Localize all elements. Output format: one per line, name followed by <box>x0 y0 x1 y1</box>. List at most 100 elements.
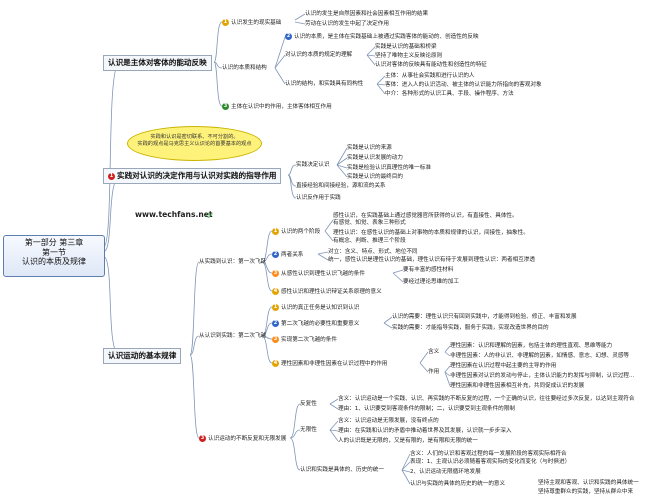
branch3-label: 认识运动的基本规律 <box>108 351 177 360</box>
priority-1-icon: 1 <box>222 19 229 26</box>
branch2-label: 实践对认识的决定作用与认识对实践的指导作用 <box>117 171 277 180</box>
priority-2-icon: 2 <box>272 251 279 258</box>
stage-item-3: 理性认识：在感性认识的基础上对事物的本质和规律的认识，间接性，抽象性。 <box>333 230 529 236</box>
branch3-node[interactable]: 认识运动的基本规律 <box>103 348 182 364</box>
meaning-label: 含义 <box>428 349 440 355</box>
central-line-3: 认识的本质及规律 <box>22 257 86 266</box>
priority-2-icon: 2 <box>272 320 279 327</box>
priority-1-icon: 1 <box>272 228 279 235</box>
understand-item-1: 实践是认识的基础和桥梁 <box>375 44 437 50</box>
structure-item-1: 主体：从事社会实践和进行认识的人 <box>385 73 475 79</box>
understand-item-2: 坚持了唯物主义反映论原则 <box>375 53 443 59</box>
effect-label: 作用 <box>428 369 440 375</box>
condition-item-1: 要有丰富的感性材料 <box>403 267 454 273</box>
origin-label: 认识发生的现实基础 <box>231 20 282 26</box>
infinite-label: 无限性 <box>300 427 317 433</box>
decisive-item-3: 实践是检验认识真理性的唯一标准 <box>347 165 431 171</box>
conditions2-label: 实现第二次飞越的条件 <box>281 337 337 343</box>
essence-text: 认识的本质，是主体在实践基础上被通过实践客体的能动的、创造性的反映 <box>294 34 479 40</box>
unity-item-2: 表现：1、主观认识必须随着客观实际的变化而变化（与时俱进） <box>410 459 571 465</box>
repeat-sub-label: 反复性 <box>300 401 317 407</box>
repeat-item-1: 含义：认识运动是一个实践、认识、再实践的不断反复的过程，一个正确的认识，往往要经… <box>338 396 635 402</box>
connector-central-branch3 <box>102 255 121 356</box>
effect-item-1: 理性因素在认识过程中起主要的主导的作用 <box>450 363 557 369</box>
unity-meaning-2: 坚持尊重群众的实践，坚持从群众中来 <box>538 489 634 495</box>
leap1-node[interactable]: 从实践到认识：第一次飞跃 <box>199 259 267 265</box>
unity-meaning-1: 坚持主观和客观、认识和实践的具体统一 <box>538 480 639 486</box>
priority-4-icon: 4 <box>272 360 279 367</box>
origin-item-1: 认识的发生是自然因素和社会因素相互作用的结果 <box>305 11 429 17</box>
nature-node[interactable]: 认识的本质和结构 <box>222 65 267 71</box>
unity-label: 认识和实践是具体的、历史的统一 <box>300 467 384 473</box>
priority-3-icon: 3 <box>272 270 279 277</box>
structure-label: 认识的结构，和实践具有同构性 <box>285 81 364 87</box>
connector-central-branch2 <box>102 174 123 253</box>
repeat-item-2: 理由：1、认识要受到客观条件的限制；二，认识要受到主观条件的限制 <box>338 406 515 412</box>
structure-item-2: 客体：进入人的认识活动、被主体的认识能力所指向的客观对象 <box>385 82 542 88</box>
priority-4-icon: 4 <box>272 288 279 295</box>
infinite-item-3: 人的认识既是无限的，又是有限的，是有限和无限的统一 <box>338 438 478 444</box>
connector-central-branch1 <box>102 61 121 249</box>
relation-item-2: 统一，感性认识是理性认识的基础，理性认识有待于发展到理性认识：两者相互渗透 <box>328 257 535 263</box>
importance-item-2: 实践的需要：才能指导实践，服务于实践，实现改造世界的目的 <box>392 325 549 331</box>
branch1-label: 认识是主体对客体的能动反映 <box>108 58 207 67</box>
priority-1-red-icon: 1 <box>108 172 115 180</box>
unity-item-3: 2、认识运动无限循环地发展 <box>410 469 481 475</box>
central-line-1: 第一部分 第三章 <box>24 238 84 247</box>
meaning-item-1: 理性因素：认识和理解的因素，包括主体的理性直观、思维等能力 <box>450 343 613 349</box>
effect-item-2: 非理性因素对认识的发动与停止，主体认识能力的发挥与抑制，认识过程... <box>450 373 635 379</box>
direct-indirect-node[interactable]: 直接经验和间接经验，源和流的关系 <box>296 183 386 189</box>
priority-2-icon: 2 <box>285 33 292 40</box>
callout-bubble: 实践和认识是密切联系、不可分割的。 实践的观点是马克思主义认识论的首要基本的观点 <box>127 126 262 161</box>
decisive-node[interactable]: 实践决定认识 <box>296 162 330 168</box>
structure-item-3: 中介：各种形式的认识工具、手段、操作程序、方法 <box>385 91 514 97</box>
goal-label: 认识的真正任务是认知识到认识 <box>281 305 360 311</box>
site-watermark: www.techfans.net <box>135 210 213 219</box>
refresh-icon[interactable]: ⟳ <box>206 211 213 220</box>
stage-item-1: 感性认识，在实践基础上通过感觉器官所获得的认识，有直接性、具体性。 <box>333 213 518 219</box>
decisive-item-2: 实践是认识发展的动力 <box>347 155 403 161</box>
stage-item-4: 有概念、判断、推理三个阶段 <box>333 238 406 244</box>
repeat-label: 认识运动的不断反复和无限发展 <box>208 436 287 442</box>
importance-item-1: 认识的需要：理性认识只有回到实践中，才能得到检验、修正、丰富和发展 <box>392 314 577 320</box>
priority-3-red-icon: 3 <box>199 435 206 442</box>
leap2-node[interactable]: 从认识到实践：第二次飞越 <box>199 333 267 339</box>
stage-item-2: 有感觉、知觉、表象三种形式 <box>333 220 406 226</box>
conditions1-label: 从感性认识到理性认识飞越的条件 <box>281 271 365 277</box>
bubble-line-2: 实践的观点是马克思主义认识论的首要基本的观点 <box>137 141 252 147</box>
relation-item-1: 对立：含义、特点、形式、地位不同 <box>328 249 418 255</box>
factors-label: 理性因素和非理性因素在认识过程中的作用 <box>281 361 388 367</box>
meaning-item-2: 非理性因素：人的非认识、非理解的因素，如情感、意志、幻想、灵感等 <box>450 353 630 359</box>
central-topic[interactable]: 第一部分 第三章 第一节 认识的本质及规律 <box>3 235 105 277</box>
priority-1-icon: 1 <box>272 304 279 311</box>
central-line-2: 第一节 <box>42 247 66 257</box>
two-stages-label: 认识的两个阶段 <box>281 229 321 235</box>
infinite-item-2: 理由：在实践和认识的矛盾中推动着世界及其发展，认识就一步步深入 <box>338 428 512 434</box>
relation-label: 两者关系 <box>281 252 304 258</box>
priority-3-icon: 3 <box>222 103 229 110</box>
bubble-line-1: 实践和认识是密切联系、不可分割的。 <box>150 134 239 140</box>
react-node[interactable]: 认识反作用于实践 <box>296 195 341 201</box>
dialectic-label: 感性认识和理性认识辩证关系原理的意义 <box>281 289 382 295</box>
branch1-node[interactable]: 认识是主体对客体的能动反映 <box>103 55 212 71</box>
origin-item-2: 劳动在认识的发生中起了决定作用 <box>305 21 389 27</box>
role-label: 主体在认识中的作用，主体客体相互作用 <box>231 104 332 110</box>
condition-item-2: 要经过理论思维的加工 <box>403 279 459 285</box>
decisive-item-1: 实践是认识的来源 <box>347 145 392 151</box>
unity-item-4: 认识与实践的具体的历史的统一的意义 <box>410 481 506 487</box>
effect-item-3: 理性因素和非理性因素相互补充，共同促成认识的发展 <box>450 383 585 389</box>
